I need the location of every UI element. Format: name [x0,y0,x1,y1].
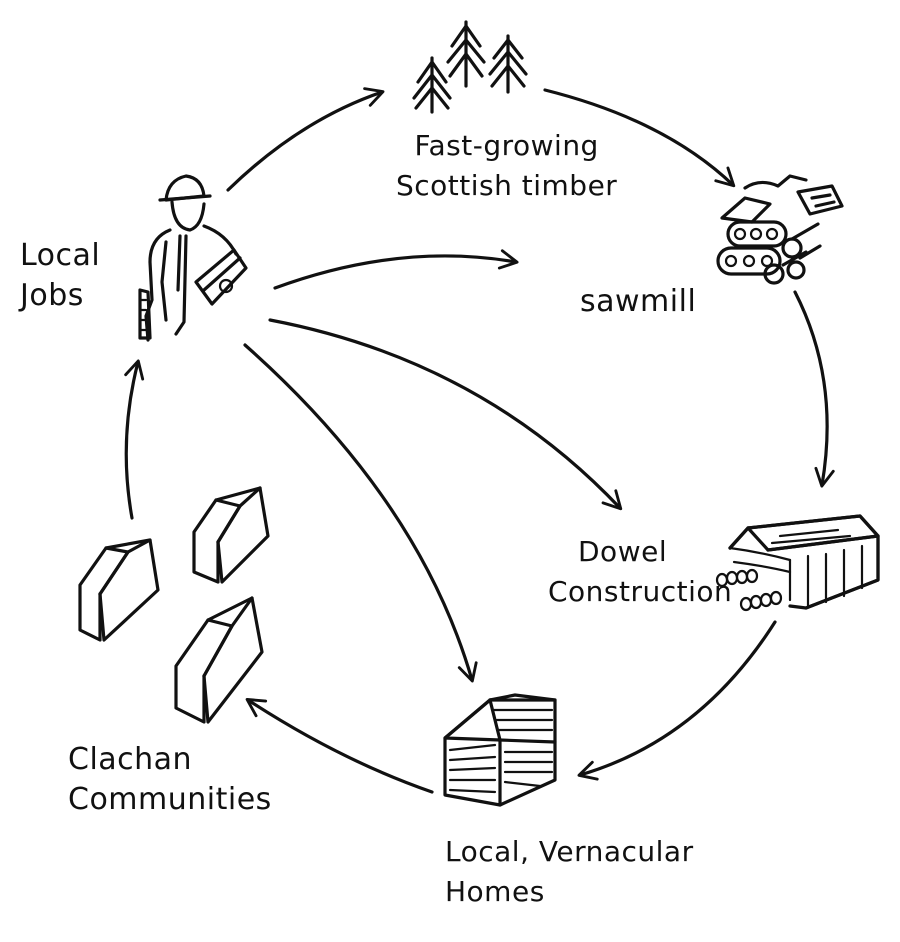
label-jobs-line1: Local [20,238,101,273]
worker-icon [138,174,248,342]
label-homes-line2: Homes [445,875,545,908]
label-clachan-line1: Clachan [68,742,193,777]
label-timber-line2: Scottish timber [396,169,618,202]
arrow-jobs-to-dowel [268,318,623,511]
label-dowel-line1: Dowel [578,535,668,568]
label-clachan-line2: Communities [68,782,272,817]
label-timber-line1: Fast-growing [414,129,599,162]
label-dowel-line2: Construction [548,575,733,608]
label-dowel: Dowel Construction [548,532,732,612]
house-icon [443,693,557,807]
sawmill-machine-icon [716,174,844,285]
dowel-stack-icon [715,514,880,612]
clachan-houses-icon [78,486,270,724]
label-sawmill: sawmill [580,282,696,322]
label-timber: Fast-growing Scottish timber [396,126,617,206]
arrow-clachan-to-jobs [124,359,145,520]
label-jobs-line2: Jobs [20,278,84,313]
arrow-timber-to-sawmill [543,88,736,188]
arrow-sawmill-to-dowel [793,290,835,488]
arrow-jobs-to-sawmill [273,249,519,290]
label-homes-line1: Local, Vernacular [445,835,694,868]
label-homes: Local, Vernacular Homes [445,832,694,912]
arrow-jobs-to-timber [226,87,385,192]
arrow-dowel-to-homes [577,620,777,781]
arrow-homes-to-clachan [245,697,434,794]
arrow-jobs-to-homes [243,343,478,683]
label-sawmill-line1: sawmill [580,284,697,319]
label-clachan: Clachan Communities [68,740,272,820]
label-jobs: Local Jobs [20,236,100,316]
trees-icon [412,20,528,114]
